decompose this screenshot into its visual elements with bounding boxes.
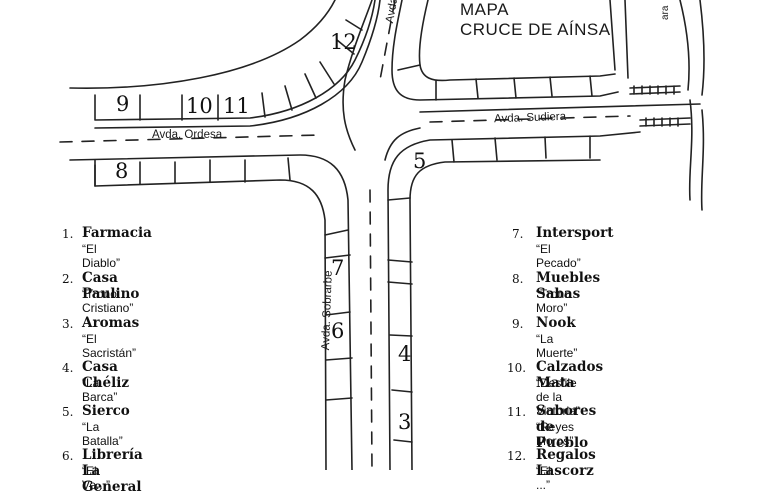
block-number: 11 (223, 94, 250, 118)
sudiera-road-top (419, 103, 701, 113)
legend-nickname: “Desfile de la Victoria” (536, 376, 580, 418)
block-number: 7 (331, 256, 345, 280)
legend-name: Sabores de Pueblo (536, 403, 597, 451)
top-right-block (391, 0, 619, 101)
legend-name: Muebles Sabas (536, 270, 601, 302)
legend-nickname: “La Muerte” (536, 332, 578, 360)
legend-nickname: “Trono Cristiano” (82, 287, 134, 315)
street-label-right-edge: ara (660, 5, 671, 20)
block-number: 8 (115, 159, 129, 183)
legend-nickname: “El Sacristán” (82, 332, 137, 360)
top-center-road-left (342, 0, 373, 151)
legend-nickname: “El Pecado” (536, 242, 581, 270)
block-number: 5 (413, 149, 427, 173)
legend-name: Casa Paulino (82, 270, 140, 302)
block-number: 10 (186, 94, 213, 118)
legend-name: Calzados Mata (536, 359, 604, 391)
legend-name: Nook (536, 315, 576, 331)
legend-nickname: “El Diablo” (82, 242, 121, 270)
block-number: 6 (331, 319, 345, 343)
top-right-block-inner (418, 0, 616, 82)
legend-nickname: “El ...” (536, 464, 551, 492)
top-left-block-inner (94, 0, 376, 121)
sobrarbe-center-line (369, 189, 373, 470)
legend-index: 8. (512, 272, 524, 286)
legend-index: 6. (62, 449, 74, 463)
legend-index: 10. (507, 361, 527, 375)
top-left-curb (94, 0, 381, 129)
legend-name: Casa Chéliz (82, 359, 130, 391)
legend-index: 12. (507, 449, 527, 463)
sudiera-road-bottom (384, 127, 421, 161)
map-title-line1: MAPA (460, 0, 509, 19)
legend-index: 11. (507, 405, 527, 419)
legend-nickname: “Trono Moro” (536, 287, 571, 315)
legend-index: 2. (62, 272, 74, 286)
legend-nickname: “La Batalla” (82, 420, 123, 448)
legend-name: Sierco (82, 403, 130, 419)
block-number: 9 (116, 92, 130, 116)
legend-nickname: “Reyes Moros” (536, 420, 575, 448)
north-center-line (379, 0, 396, 81)
legend-index: 3. (62, 317, 74, 331)
legend-index: 5. (62, 405, 74, 419)
legend-name: Intersport (536, 225, 614, 241)
ordesa-center-line (59, 134, 321, 143)
legend-index: 4. (62, 361, 74, 375)
map-drawing (59, 0, 705, 470)
top-left-block-outer (69, 0, 336, 89)
street-label-ordesa: Avda. Ordesa (152, 129, 223, 141)
legend-nickname: “El Ve...” (82, 464, 111, 492)
block-number: 4 (398, 342, 412, 366)
block-5-outer (387, 131, 641, 470)
legend-index: 1. (62, 227, 74, 241)
street-label-sudiera: Avda. Sudiera (493, 110, 567, 126)
block-8-inner (94, 164, 327, 470)
sudiera-center-line (429, 115, 631, 123)
legend-index: 9. (512, 317, 524, 331)
legend-nickname: “La Barca” (82, 376, 118, 404)
legend-name: Aromas (82, 315, 140, 331)
block-number: 12 (330, 30, 357, 54)
legend-index: 7. (512, 227, 524, 241)
map-title-line2: CRUCE DE AÍNSA (460, 20, 611, 39)
legend-name: Farmacia (82, 225, 152, 241)
block-8-outer (69, 154, 353, 470)
block-number: 3 (398, 410, 412, 434)
